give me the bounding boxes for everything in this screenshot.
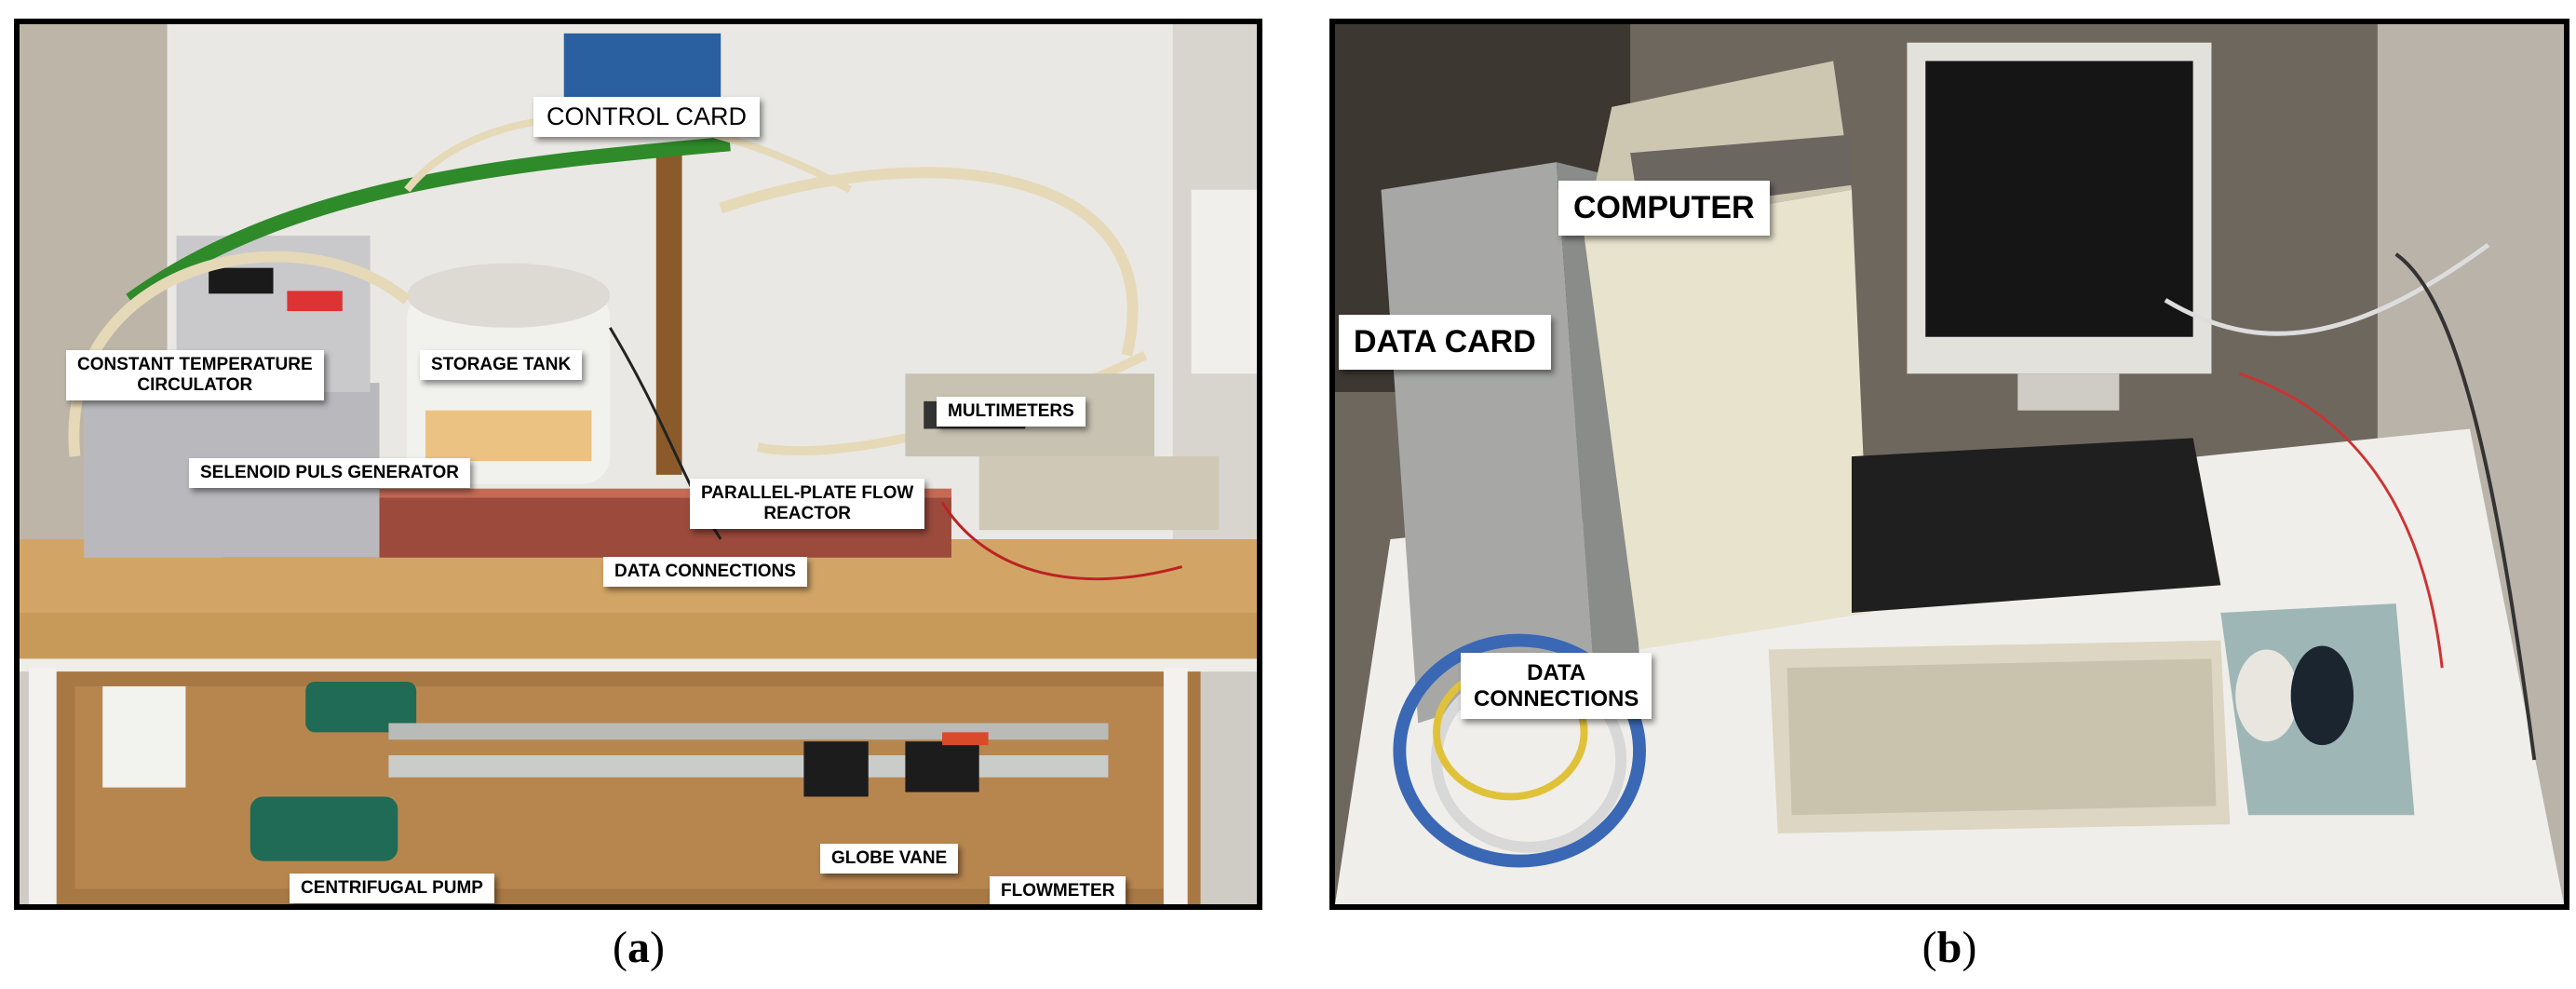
centrifugal-pump-label: CENTRIFUGAL PUMP	[290, 874, 494, 903]
panel-a-caption: (a)	[613, 923, 665, 972]
parallel-plate-flow-reactor-label: PARALLEL-PLATE FLOW REACTOR	[690, 479, 925, 529]
panel-b-photo: COMPUTER DATA CARD DATA CONNECTIONS	[1329, 19, 2569, 910]
computer-label: COMPUTER	[1558, 181, 1770, 237]
data-connections-label-b: DATA CONNECTIONS	[1461, 653, 1652, 720]
multimeters-label: MULTIMETERS	[937, 397, 1086, 427]
selenoid-puls-generator-label: SELENOID PULS GENERATOR	[189, 458, 470, 488]
data-card-label: DATA CARD	[1339, 315, 1551, 371]
globe-vane-label: GLOBE VANE	[820, 844, 959, 874]
panel-b-caption: (b)	[1922, 923, 1977, 972]
data-connections-label: DATA CONNECTIONS	[603, 557, 807, 587]
storage-tank-label: STORAGE TANK	[420, 350, 583, 380]
constant-temperature-circulator-label: CONSTANT TEMPERATURE CIRCULATOR	[66, 350, 324, 400]
computer-setup-photo	[1335, 24, 2564, 904]
control-card-label: CONTROL CARD	[533, 97, 761, 138]
flowmeter-label: FLOWMETER	[990, 876, 1126, 904]
panel-a-photo: CONTROL CARD CONSTANT TEMPERATURE CIRCUL…	[14, 19, 1262, 910]
